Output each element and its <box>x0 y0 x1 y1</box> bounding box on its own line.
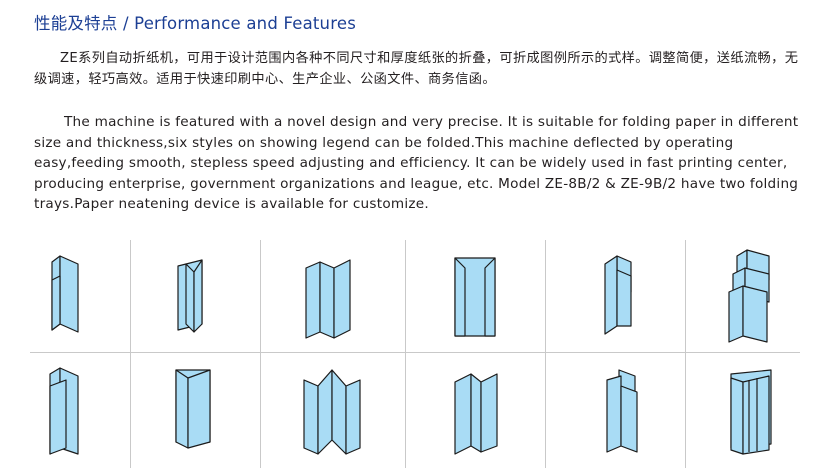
fold-cell <box>685 356 815 468</box>
description-english: The machine is featured with a novel des… <box>34 114 799 212</box>
grid-divider-vertical <box>260 240 261 468</box>
tri-fold-icon <box>177 259 203 333</box>
gate-fold-icon <box>454 257 496 337</box>
fold-cell <box>405 240 535 352</box>
fold-cell <box>405 356 535 468</box>
fold-cell <box>545 240 675 352</box>
grid-divider-vertical <box>405 240 406 468</box>
z-fold-icon <box>51 255 79 333</box>
description-chinese: ZE系列自动折纸机，可用于设计范围内各种不同尺寸和厚度纸张的折叠，可折成图例所示… <box>34 51 799 87</box>
fold-cell <box>30 240 160 352</box>
open-gate-fold-icon <box>606 369 638 453</box>
letter-fold-icon <box>49 367 79 455</box>
roll-fold-icon <box>175 369 211 449</box>
booklet-fold-icon <box>730 369 772 455</box>
stacked-fold-icon <box>728 249 770 343</box>
grid-divider-vertical <box>130 240 131 468</box>
grid-divider-vertical <box>545 240 546 468</box>
fold-cell <box>130 240 260 352</box>
fold-cell <box>260 240 390 352</box>
fold-cell <box>30 356 160 468</box>
grid-divider-vertical <box>685 240 686 468</box>
fold-cell <box>130 356 260 468</box>
grid-divider-horizontal <box>30 352 800 353</box>
accordion-fold-icon <box>305 259 351 339</box>
section-heading: 性能及特点 / Performance and Features <box>34 14 356 33</box>
m-fold-icon <box>454 373 498 455</box>
fold-styles-grid <box>30 240 800 468</box>
multi-panel-fold-icon <box>303 369 361 455</box>
fold-cell <box>685 240 815 352</box>
fold-cell <box>260 356 390 468</box>
double-parallel-fold-icon <box>604 255 632 335</box>
fold-cell <box>545 356 675 468</box>
